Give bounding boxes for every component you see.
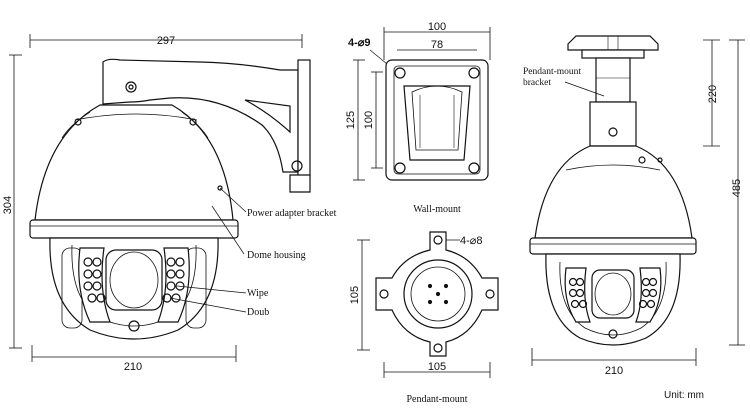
label-power-adapter-bracket: Power adapter bracket bbox=[247, 208, 337, 219]
dim-label-105-side: 105 bbox=[349, 286, 361, 304]
pendant-dome-housing bbox=[529, 145, 697, 255]
pendant-mount-view: 4-⌀8 105 105 Pendant bbox=[349, 231, 499, 405]
pendant-pipe bbox=[589, 57, 637, 147]
dim-base-210: 210 bbox=[31, 345, 237, 373]
dim-wall-78: 78 bbox=[397, 39, 477, 51]
label-pendant-bracket-2: bracket bbox=[523, 78, 551, 88]
dim-height-304: 304 bbox=[2, 54, 22, 349]
dim-label-100-side: 100 bbox=[363, 111, 375, 129]
label-pendant-bracket-1: Pendant-mount bbox=[523, 67, 581, 77]
dim-label-304: 304 bbox=[2, 196, 14, 214]
dim-label-210-right: 210 bbox=[605, 365, 623, 377]
wall-plate bbox=[385, 59, 489, 181]
dim-pend-485: 485 bbox=[729, 39, 745, 346]
label-wall-mount: Wall-mount bbox=[413, 204, 461, 215]
wall-camera-view: 297 304 bbox=[2, 34, 337, 373]
dim-label-105-bottom: 105 bbox=[428, 361, 446, 373]
label-unit: Unit: mm bbox=[664, 390, 704, 401]
pendant-top-flange bbox=[567, 35, 659, 59]
dim-wall-heights: 125 100 bbox=[345, 59, 383, 181]
dim-label-210-left: 210 bbox=[124, 361, 142, 373]
dim-width-297: 297 bbox=[29, 34, 303, 48]
dim-label-220: 220 bbox=[707, 85, 719, 103]
dim-label-297: 297 bbox=[157, 35, 175, 47]
dim-label-485: 485 bbox=[731, 179, 743, 197]
label-dome-housing: Dome housing bbox=[247, 250, 306, 261]
callouts-left bbox=[169, 187, 247, 313]
pendant-camera-view: Pendant-mount bracket bbox=[523, 35, 745, 401]
label-doub: Doub bbox=[247, 307, 269, 318]
wall-mount-view: 100 78 4-⌀9 125 100 bbox=[345, 21, 491, 215]
label-pendant-mount: Pendant-mount bbox=[406, 394, 467, 405]
dim-wall-100: 100 bbox=[383, 21, 491, 60]
dim-pend-105-width: 105 bbox=[383, 361, 491, 378]
dim-label-100-top: 100 bbox=[428, 21, 446, 33]
ir-led-left bbox=[78, 247, 111, 323]
camera-lens bbox=[105, 249, 163, 332]
label-wall-holes: 4-⌀9 bbox=[348, 37, 371, 49]
pendant-flange bbox=[375, 231, 499, 357]
dim-pend-210: 210 bbox=[531, 348, 697, 377]
label-pendant-holes: 4-⌀8 bbox=[460, 235, 483, 247]
dim-label-78: 78 bbox=[431, 39, 443, 51]
dim-label-125: 125 bbox=[345, 111, 357, 129]
dome-housing bbox=[29, 104, 239, 239]
label-wiper: Wipe bbox=[247, 288, 269, 299]
wall-arm-bracket bbox=[102, 58, 311, 193]
dim-pend-220: 220 bbox=[703, 39, 720, 147]
pendant-lower-dome bbox=[545, 253, 681, 346]
ir-led-right bbox=[157, 247, 190, 323]
dim-pend-105-height: 105 bbox=[349, 239, 370, 351]
